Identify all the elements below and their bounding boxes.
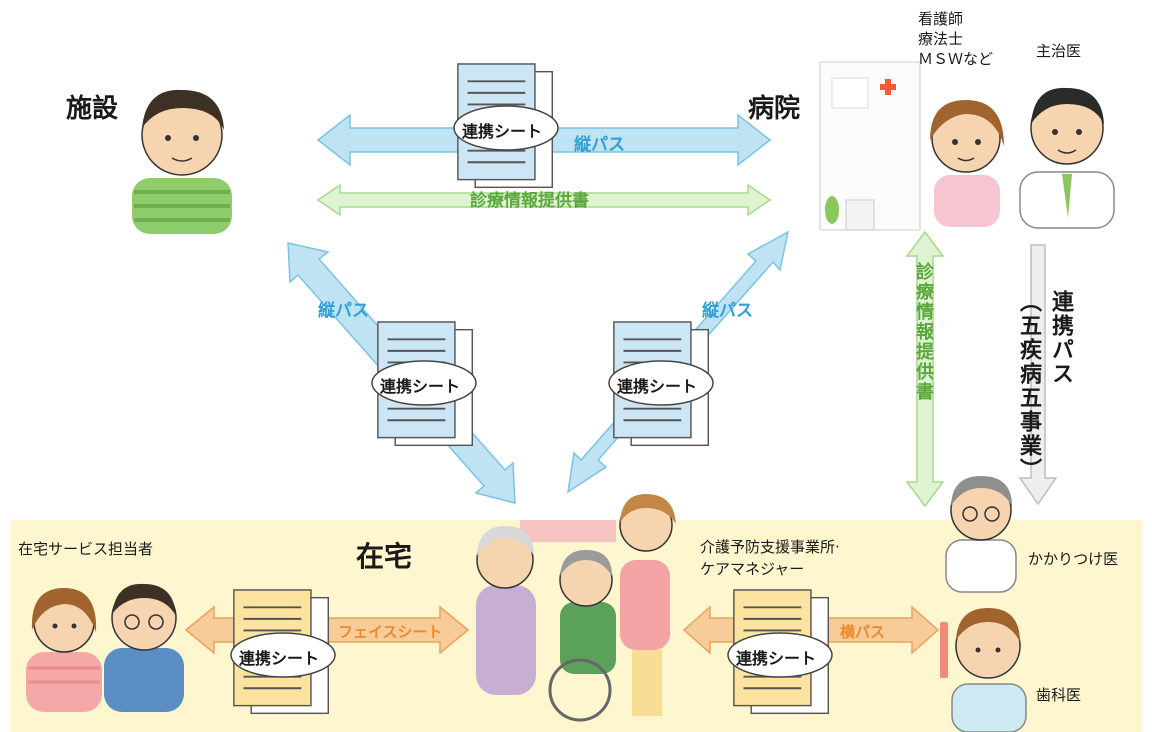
vertical-green-arrow [905, 230, 945, 508]
right-sheet-label: 連携シート [617, 377, 698, 396]
home-label: 在宅 [356, 540, 413, 573]
family-doctor-icon [945, 476, 1017, 593]
bottom-left-sheet-label: 連携シート [239, 649, 320, 668]
home-service-staff-icon [26, 583, 184, 712]
horizontal-path-label: 横パス [840, 623, 886, 641]
right-vertical-path-label: 縦パス [702, 301, 753, 321]
nurse-person-icon [930, 100, 1004, 227]
hospital-staff-label-3: ＭＳＷなど [918, 50, 994, 68]
top-green-arrow [316, 183, 772, 217]
hospital-staff-label-2: 療法士 [918, 30, 964, 48]
left-sheet-label: 連携シート [380, 377, 461, 396]
care-manager-label-2: ケアマネジャー [700, 560, 805, 578]
five-diseases-label: （五疾病五事業） [1016, 290, 1041, 482]
hospital-label: 病院 [748, 94, 801, 124]
left-vertical-path-label: 縦パス [318, 301, 369, 321]
hospital-building-icon [819, 61, 921, 231]
hospital-staff-label-1: 看護師 [918, 10, 964, 28]
bottom-right-sheet-label: 連携シート [736, 649, 817, 668]
home-service-label: 在宅サービス担当者 [18, 540, 154, 558]
vertical-gray-arrow [1018, 244, 1058, 506]
face-sheet-label: フェイスシート [338, 623, 443, 641]
attending-label: 主治医 [1036, 42, 1082, 60]
dentist-label: 歯科医 [1036, 686, 1082, 704]
top-medical-info-label: 診療情報提供書 [470, 191, 589, 211]
top-vertical-path-label: 縦パス [574, 135, 625, 155]
care-manager-label-1: 介護予防支援事業所· [700, 538, 840, 556]
facility-label: 施設 [66, 94, 119, 124]
dentist-icon [940, 608, 1027, 732]
facility-person-icon [132, 89, 232, 234]
vertical-medical-info-label: 診療情報提供書 [913, 262, 934, 402]
linkage-path-label: 連携パス [1048, 290, 1073, 386]
attending-doctor-icon [1019, 87, 1115, 229]
top-sheet-label: 連携シート [462, 122, 543, 141]
family-doctor-label: かかりつけ医 [1028, 550, 1119, 568]
elderly-family-icon [476, 494, 676, 722]
